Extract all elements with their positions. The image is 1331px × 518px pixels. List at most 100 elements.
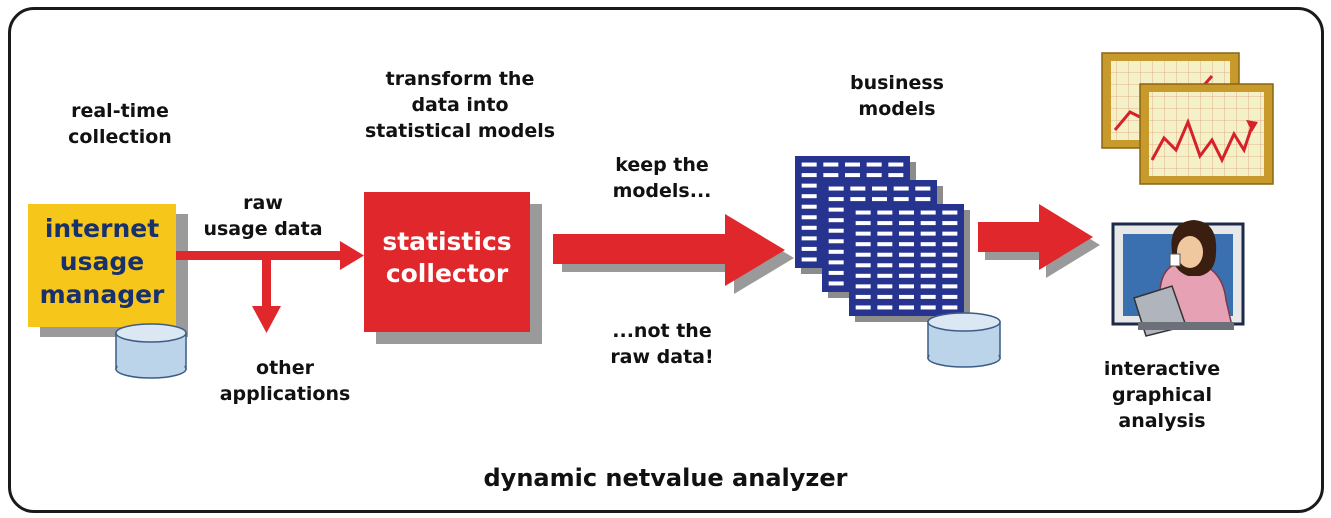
table-cell xyxy=(899,294,914,299)
table-cell xyxy=(899,242,914,247)
table-cell xyxy=(942,242,958,247)
table-cell xyxy=(899,252,914,257)
database-icon xyxy=(115,323,187,379)
table-cell xyxy=(942,284,958,289)
table-cell xyxy=(877,273,893,278)
table-cell xyxy=(855,263,871,268)
table-cell xyxy=(828,197,844,202)
table-cell xyxy=(855,294,871,299)
raw-usage-data-label: raw usage data xyxy=(203,192,323,240)
table-cell xyxy=(920,210,936,215)
database-icon-2 xyxy=(927,312,1001,368)
table-cell xyxy=(855,305,871,310)
table-cell xyxy=(801,173,817,178)
table-cell xyxy=(920,273,936,278)
table-cell xyxy=(845,173,860,178)
table-cell xyxy=(801,204,817,209)
line-chart-icon xyxy=(1101,52,1274,185)
table-cell xyxy=(828,249,844,254)
table-cell xyxy=(877,263,893,268)
table-cell xyxy=(942,210,958,215)
table-cell xyxy=(920,231,936,236)
table-cell xyxy=(828,207,844,212)
table-cell xyxy=(915,186,931,191)
statistics-collector-box xyxy=(364,192,542,344)
table-cell xyxy=(899,263,914,268)
table-cell xyxy=(855,273,871,278)
table-cell xyxy=(855,231,871,236)
table-cell xyxy=(920,284,936,289)
table-cell xyxy=(872,186,887,191)
raw-data-arrow xyxy=(176,241,364,270)
table-cell xyxy=(866,162,882,167)
person-at-laptop-icon xyxy=(1111,220,1245,337)
table-sheet xyxy=(849,204,964,316)
models-arrow xyxy=(553,214,794,294)
table-cell xyxy=(855,284,871,289)
table-cell xyxy=(877,210,893,215)
table-cell xyxy=(920,294,936,299)
table-cell xyxy=(942,221,958,226)
table-cell xyxy=(823,162,839,167)
other-applications-arrow xyxy=(252,256,281,333)
table-cell xyxy=(899,305,914,310)
diagram-title: dynamic netvalue analyzer xyxy=(483,464,848,492)
table-cell xyxy=(942,231,958,236)
table-cell xyxy=(855,242,871,247)
table-cell xyxy=(899,210,914,215)
usage-manager-label: internet usage manager xyxy=(39,214,165,309)
table-cell xyxy=(920,305,936,310)
table-cell xyxy=(920,221,936,226)
table-cell xyxy=(801,225,817,230)
table-cell xyxy=(899,221,914,226)
keep-models-label: keep the models... xyxy=(612,154,712,202)
table-cell xyxy=(942,305,958,310)
realtime-collection-label: real-time collection xyxy=(68,100,172,148)
table-cell xyxy=(942,273,958,278)
table-cell xyxy=(801,215,817,220)
table-cell xyxy=(828,228,844,233)
table-cell xyxy=(828,239,844,244)
table-cell xyxy=(801,162,817,167)
table-cell xyxy=(920,242,936,247)
table-cell xyxy=(850,186,866,191)
table-cell xyxy=(828,270,844,275)
table-cell xyxy=(915,197,931,202)
table-cell xyxy=(855,221,871,226)
table-cell xyxy=(877,221,893,226)
table-cell xyxy=(888,173,904,178)
statistics-collector-label: statistics collector xyxy=(382,227,512,288)
table-cell xyxy=(850,197,866,202)
not-raw-data-label: ...not the raw data! xyxy=(610,320,714,368)
table-cell xyxy=(801,246,817,251)
table-cell xyxy=(877,231,893,236)
table-cell xyxy=(942,294,958,299)
table-cell xyxy=(877,242,893,247)
table-cell xyxy=(801,257,817,262)
table-cell xyxy=(801,194,817,199)
table-cell xyxy=(855,252,871,257)
table-cell xyxy=(855,210,871,215)
table-cell xyxy=(801,183,817,188)
table-cell xyxy=(828,281,844,286)
table-cell xyxy=(828,218,844,223)
table-cell xyxy=(893,186,909,191)
table-cell xyxy=(828,186,844,191)
table-document-icon xyxy=(795,156,970,322)
table-cell xyxy=(877,252,893,257)
transform-label: transform the data into statistical mode… xyxy=(364,68,556,142)
table-cell xyxy=(877,305,893,310)
table-cell xyxy=(920,263,936,268)
other-applications-label: other applications xyxy=(219,357,351,405)
table-cell xyxy=(877,294,893,299)
table-cell xyxy=(845,162,860,167)
table-cell xyxy=(877,284,893,289)
table-cell xyxy=(893,197,909,202)
table-cell xyxy=(899,273,914,278)
table-cell xyxy=(942,263,958,268)
usage-manager-box xyxy=(28,204,188,337)
table-cell xyxy=(828,260,844,265)
table-cell xyxy=(920,252,936,257)
table-cell xyxy=(899,231,914,236)
